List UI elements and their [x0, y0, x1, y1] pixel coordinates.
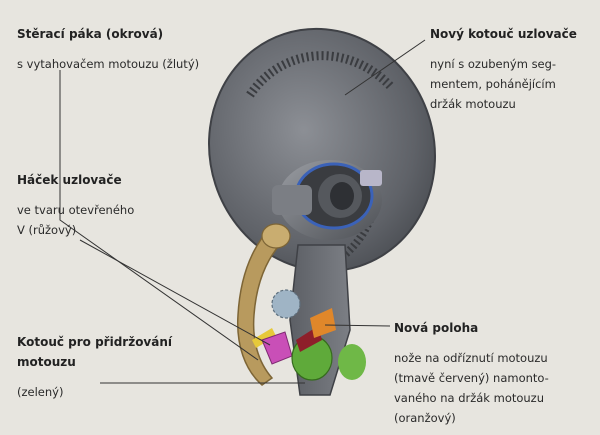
label-body-line: V (růžový)	[17, 223, 77, 237]
label-title: Háček uzlovače	[17, 173, 122, 187]
label-body-line: vaného na držák motouzu	[394, 391, 545, 405]
leader-wiper	[59, 70, 259, 361]
label-new-position: Nová poloha nože na odříznutí motouzu (t…	[394, 318, 594, 428]
label-body-line: držák motouzu	[430, 97, 516, 111]
label-knotter-hook: Háček uzlovače ve tvaru otevřeného V (rů…	[17, 170, 167, 240]
label-body-line: (tmavě červený) namonto-	[394, 371, 549, 385]
small-gear	[271, 289, 301, 319]
label-title: Nová poloha	[394, 321, 479, 335]
label-wiper-arm: Stěrací páka (okrová) s vytahovačem moto…	[17, 24, 217, 74]
label-knotter-disc: Nový kotouč uzlovače nyní s ozubeným seg…	[430, 24, 590, 114]
toothed-segment	[246, 51, 396, 98]
label-body-line: nyní s ozubeným seg-	[430, 57, 557, 71]
label-title: Kotouč pro přidržování	[17, 335, 173, 349]
label-body-line: (zelený)	[17, 385, 64, 399]
label-body-line: nože na odříznutí motouzu	[394, 351, 548, 365]
label-body-line: ve tvaru otevřeného	[17, 203, 135, 217]
label-body-line: (oranžový)	[394, 411, 456, 425]
label-body-line: s vytahovačem motouzu (žlutý)	[17, 57, 200, 71]
label-body-line: mentem, pohánějícím	[430, 77, 556, 91]
leader-lines	[59, 39, 426, 384]
label-title: Nový kotouč uzlovače	[430, 27, 577, 41]
leader-hook	[79, 239, 271, 346]
wiper-arm	[236, 226, 283, 386]
leader-knot-disc	[344, 39, 426, 96]
label-holding-disc: Kotouč pro přidržování motouzu (zelený)	[17, 332, 187, 402]
leader-new-position	[324, 324, 391, 327]
label-title: motouzu	[17, 355, 76, 369]
knotter-hub	[272, 160, 382, 240]
label-title: Stěrací páka (okrová)	[17, 27, 164, 41]
twine-holder	[310, 308, 336, 338]
twine-puller	[252, 328, 276, 348]
